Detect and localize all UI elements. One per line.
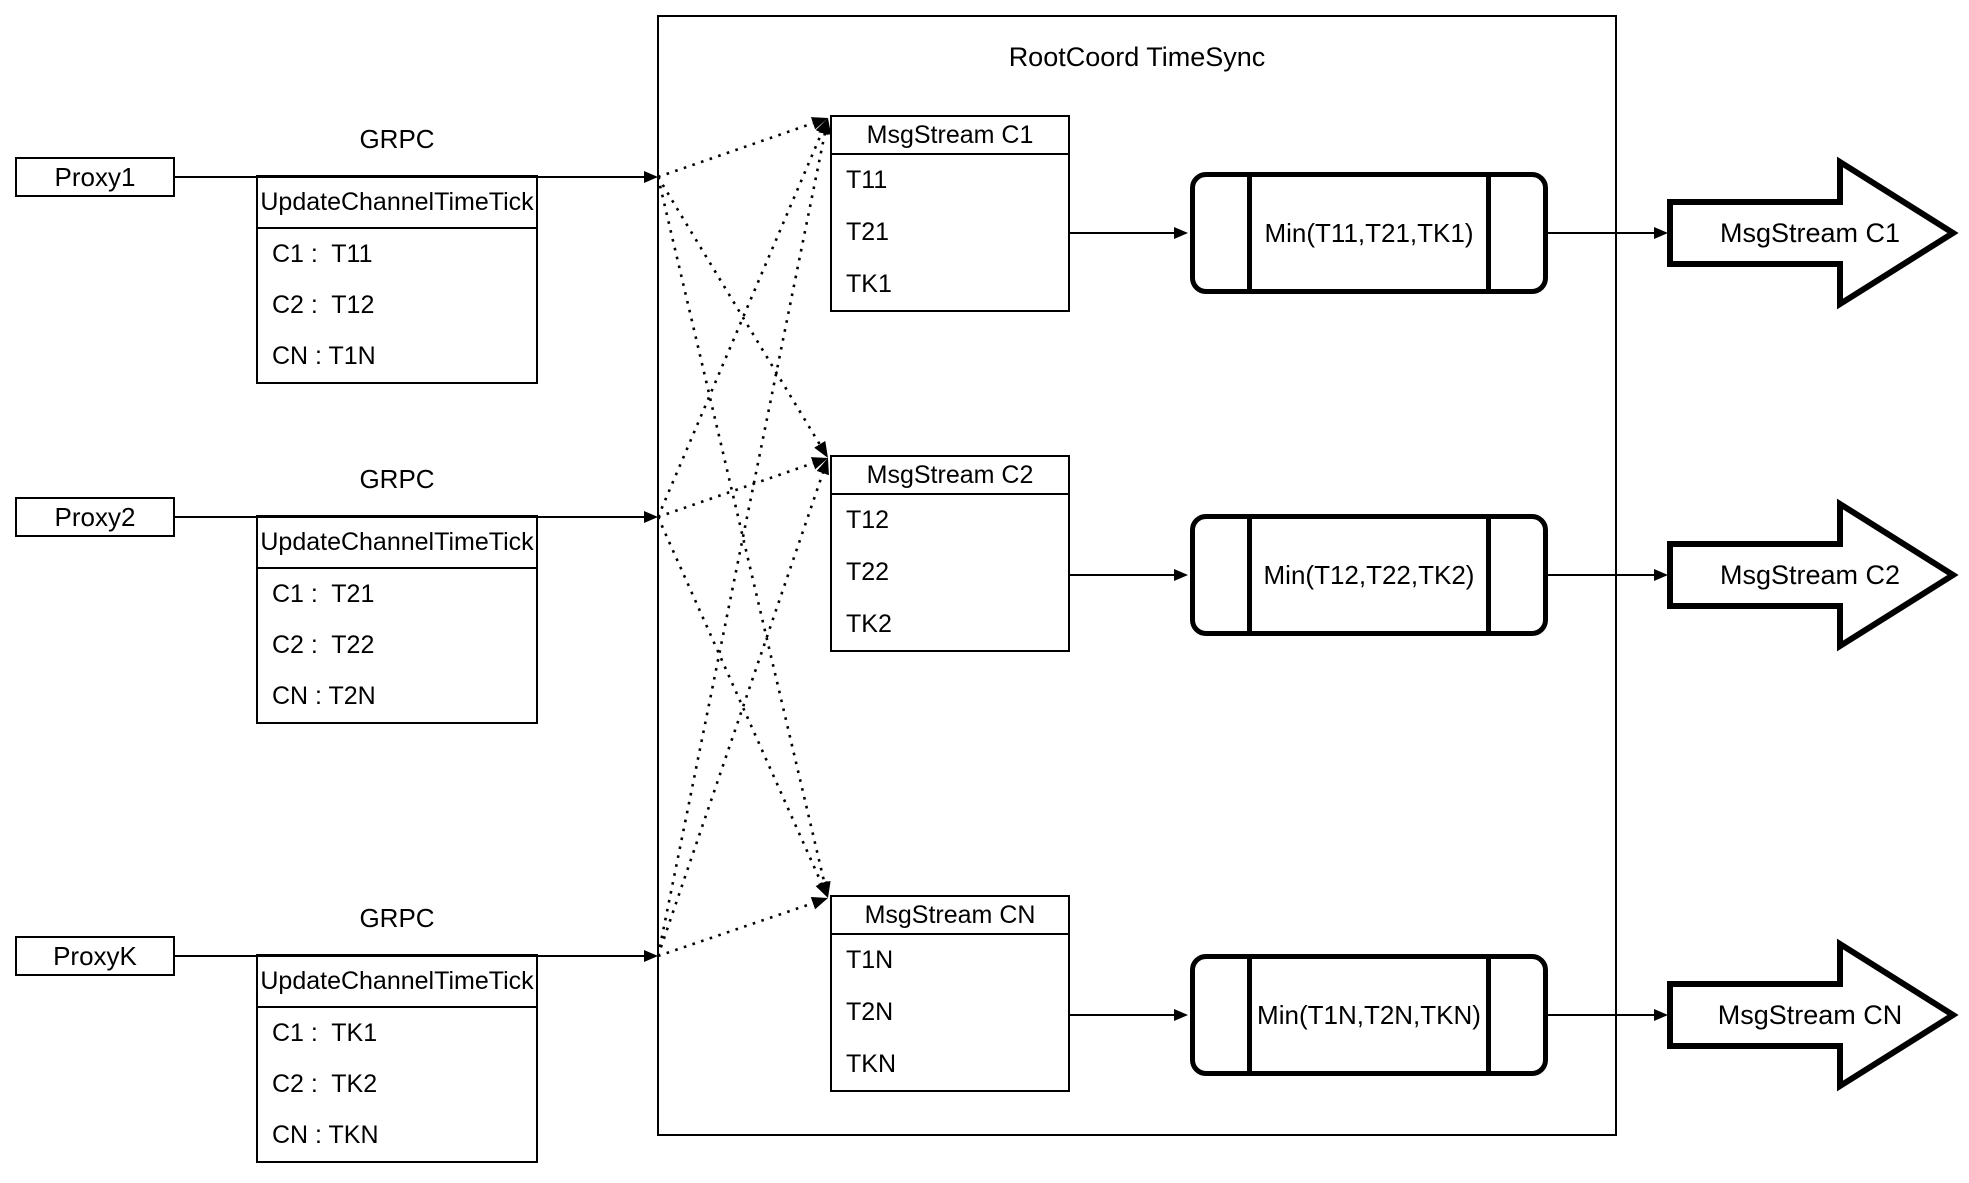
msgstream-c2-row: T12 xyxy=(846,506,890,535)
msgstream-c1-row: TK1 xyxy=(846,269,892,298)
msgstream-cn-row: T2N xyxy=(846,998,894,1026)
proxy1-box: Proxy1 xyxy=(15,157,175,197)
min-box-right-bar xyxy=(1486,959,1491,1071)
min-cn-label: Min(T1N,T2N,TKN) xyxy=(1257,999,1481,1030)
grpc-label-3: GRPC xyxy=(359,903,435,933)
msgstream-cn-row: TKN xyxy=(846,1049,896,1078)
min-box-left-bar xyxy=(1247,959,1252,1071)
msgstream-c1-row: T21 xyxy=(846,218,890,246)
grpc-table-1: UpdateChannelTimeTick C1 : T11 C2 : T12 … xyxy=(256,175,538,384)
min-box-right-bar xyxy=(1486,519,1491,631)
proxy2-label: Proxy2 xyxy=(54,501,136,532)
grpc-table-1-row: CN : T1N xyxy=(272,342,376,370)
grpc-label-1: GRPC xyxy=(359,124,435,154)
min-box-c2: Min(T12,T22,TK2) xyxy=(1190,514,1548,636)
grpc-table-3-row: C2 : TK2 xyxy=(272,1070,378,1098)
proxyk-label: ProxyK xyxy=(53,940,137,971)
grpc-table-1-row: C1 : T11 xyxy=(272,240,373,268)
grpc-table-3-row: C1 : TK1 xyxy=(272,1019,378,1047)
grpc-table-3: UpdateChannelTimeTick C1 : TK1 C2 : TK2 … xyxy=(256,954,538,1163)
proxy2-box: Proxy2 xyxy=(15,497,175,537)
msgstream-c2-header: MsgStream C2 xyxy=(832,457,1068,495)
grpc-table-1-row: C2 : T12 xyxy=(272,291,375,319)
msgstream-c2-row: TK2 xyxy=(846,609,892,638)
grpc-table-2-header: UpdateChannelTimeTick xyxy=(258,517,536,569)
msgstream-cn-table: MsgStream CN T1N T2N TKN xyxy=(830,895,1070,1092)
output-arrow-c2-label: MsgStream C2 xyxy=(1719,560,1901,590)
grpc-table-3-header: UpdateChannelTimeTick xyxy=(258,956,536,1008)
msgstream-cn-row: T1N xyxy=(846,946,894,975)
msgstream-c1-header: MsgStream C1 xyxy=(832,117,1068,155)
proxy1-label: Proxy1 xyxy=(54,161,136,192)
output-arrow-c1-label: MsgStream C1 xyxy=(1719,218,1901,248)
min-c1-label: Min(T11,T21,TK1) xyxy=(1264,217,1474,248)
grpc-table-2: UpdateChannelTimeTick C1 : T21 C2 : T22 … xyxy=(256,515,538,724)
msgstream-c1-table: MsgStream C1 T11 T21 TK1 xyxy=(830,115,1070,312)
grpc-table-1-header: UpdateChannelTimeTick xyxy=(258,177,536,229)
min-box-left-bar xyxy=(1247,519,1252,631)
grpc-table-3-row: CN : TKN xyxy=(272,1121,379,1149)
grpc-table-2-row: C2 : T22 xyxy=(272,631,375,659)
msgstream-c2-row: T22 xyxy=(846,558,890,586)
grpc-table-2-row: CN : T2N xyxy=(272,682,376,710)
min-box-left-bar xyxy=(1247,177,1252,289)
rootcoord-title: RootCoord TimeSync xyxy=(1008,42,1266,72)
grpc-table-2-row: C1 : T21 xyxy=(272,580,375,608)
min-box-right-bar xyxy=(1486,177,1491,289)
msgstream-c2-table: MsgStream C2 T12 T22 TK2 xyxy=(830,455,1070,652)
min-c2-label: Min(T12,T22,TK2) xyxy=(1263,559,1475,590)
output-arrow-cn-label: MsgStream CN xyxy=(1717,1000,1903,1030)
min-box-cn: Min(T1N,T2N,TKN) xyxy=(1190,954,1548,1076)
msgstream-cn-header: MsgStream CN xyxy=(832,897,1068,935)
output-arrow-shapes xyxy=(1667,156,1959,1092)
min-box-c1: Min(T11,T21,TK1) xyxy=(1190,172,1548,294)
msgstream-c1-row: T11 xyxy=(846,166,888,195)
grpc-label-2: GRPC xyxy=(359,464,435,494)
proxyk-box: ProxyK xyxy=(15,936,175,976)
